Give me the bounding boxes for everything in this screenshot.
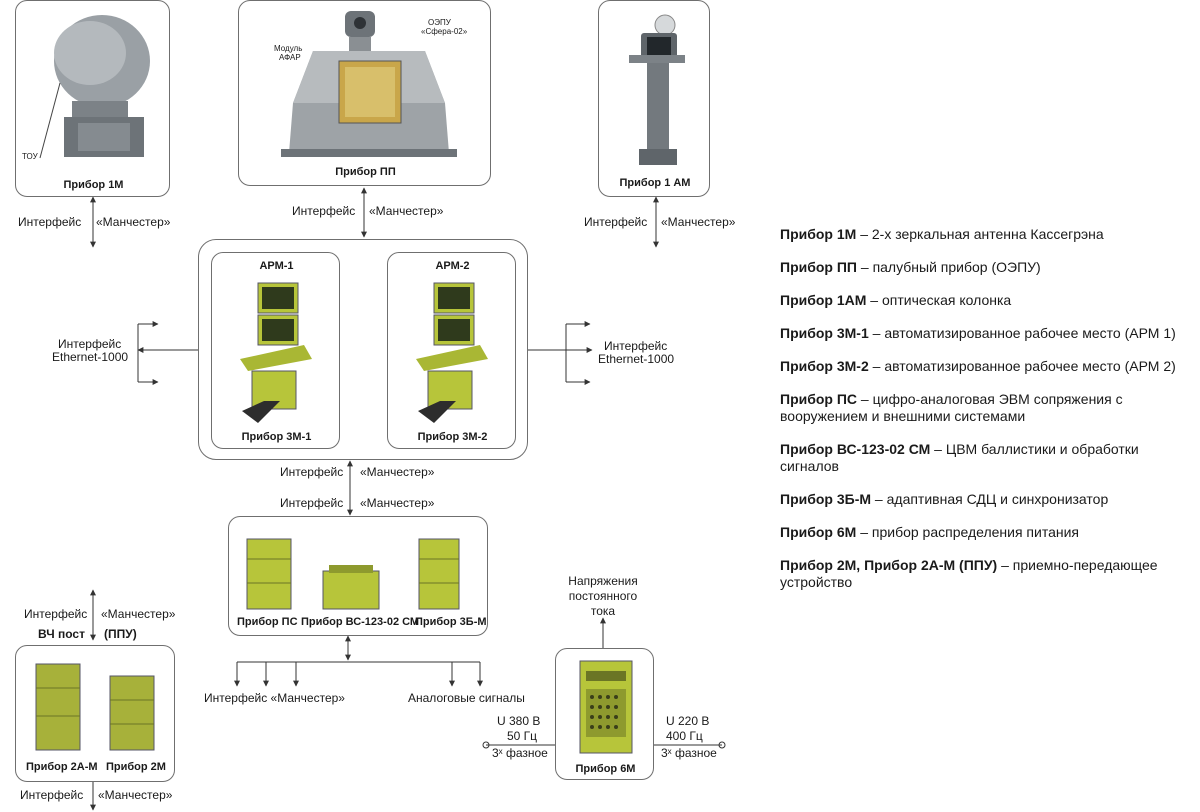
box-pribor-1m: ТОУ Прибор 1М bbox=[15, 0, 170, 197]
label-pribor-ps: Прибор ПС bbox=[237, 616, 298, 628]
interface-manchester-label: Интерфейс «Манчестер» bbox=[204, 691, 345, 705]
label-pribor-3m1: Прибор 3М-1 bbox=[241, 431, 312, 443]
interface-label: Интерфейс bbox=[292, 204, 356, 218]
box-computing-group: Прибор ПС Прибор ВС-123-02 СМ Прибор 3Б-… bbox=[228, 516, 488, 636]
box-arm-1: АРМ-1 Прибор 3М-1 bbox=[211, 252, 340, 449]
callout-oepu: ОЭПУ bbox=[428, 18, 451, 27]
label-pribor-3bm: Прибор 3Б-М bbox=[415, 616, 487, 628]
callout-afar: АФАР bbox=[279, 53, 301, 62]
analog-signals-label: Аналоговые сигналы bbox=[408, 691, 525, 705]
box-pribor-pp: Модуль АФАР ОЭПУ «Сфера-02» Прибор ПП bbox=[238, 0, 491, 186]
phase-label: 3ˣ фазное bbox=[661, 746, 717, 760]
manchester-label: «Манчестер» bbox=[96, 215, 171, 229]
manchester-label: «Манчестер» bbox=[369, 204, 444, 218]
box-pribor-6m: Прибор 6М bbox=[555, 648, 654, 780]
voltage-label-1: Напряжения bbox=[568, 574, 638, 588]
interface-label: Интерфейс bbox=[604, 339, 668, 353]
legend: Прибор 1М – 2-х зеркальная антенна Кассе… bbox=[780, 226, 1192, 607]
interface-label: Интерфейс bbox=[584, 215, 648, 229]
interface-label: Интерфейс bbox=[280, 465, 344, 479]
box-vch-post: Прибор 2А-М Прибор 2М bbox=[15, 645, 175, 782]
voltage-label-2: постоянного bbox=[568, 589, 638, 603]
label-pribor-pp: Прибор ПП bbox=[335, 166, 396, 178]
legend-item: Прибор 2М, Прибор 2А-М (ППУ) – приемно-п… bbox=[780, 557, 1158, 590]
interface-label: Интерфейс bbox=[280, 496, 344, 510]
manchester-label: «Манчестер» bbox=[101, 607, 176, 621]
transceiver-illustration bbox=[35, 663, 155, 751]
interface-label: Интерфейс bbox=[20, 788, 84, 802]
legend-item: Прибор 1АМ – оптическая колонка bbox=[780, 292, 1012, 308]
label-pribor-2m: Прибор 2М bbox=[106, 761, 166, 773]
manchester-label: «Манчестер» bbox=[360, 465, 435, 479]
callout-sfera: «Сфера-02» bbox=[421, 27, 468, 36]
antenna-illustration bbox=[39, 15, 150, 159]
ethernet-label: Ethernet-1000 bbox=[598, 352, 675, 366]
vch-post-label: ВЧ пост bbox=[38, 627, 85, 641]
interface-label: Интерфейс bbox=[58, 337, 122, 351]
optical-column-illustration bbox=[629, 14, 685, 165]
callout-module: Модуль bbox=[274, 44, 303, 53]
u220-label: U 220 В bbox=[666, 714, 710, 728]
label-pribor-1m: Прибор 1М bbox=[63, 179, 124, 191]
ethernet-label: Ethernet-1000 bbox=[52, 350, 129, 364]
ppu-label: (ППУ) bbox=[104, 627, 137, 641]
deck-device-illustration bbox=[281, 11, 457, 157]
phase-label: 3ˣ фазное bbox=[492, 746, 548, 760]
label-arm-2: АРМ-2 bbox=[435, 260, 470, 272]
label-pribor-vs: Прибор ВС-123-02 СМ bbox=[301, 616, 420, 628]
workstation-illustration bbox=[240, 282, 312, 423]
box-arm-2: АРМ-2 Прибор 3М-2 bbox=[387, 252, 516, 449]
workstation-illustration bbox=[416, 282, 488, 423]
label-pribor-1am: Прибор 1 АМ bbox=[619, 177, 691, 189]
box-pribor-1am: Прибор 1 АМ bbox=[598, 0, 710, 197]
legend-item: Прибор 3Б-М – адаптивная СДЦ и синхрониз… bbox=[780, 491, 1109, 507]
legend-item: Прибор 6М – прибор распределения питания bbox=[780, 524, 1080, 540]
hz400-label: 400 Гц bbox=[666, 729, 703, 743]
legend-item: Прибор ПП – палубный прибор (ОЭПУ) bbox=[780, 259, 1041, 275]
hz50-label: 50 Гц bbox=[507, 729, 538, 743]
manchester-label: «Манчестер» bbox=[360, 496, 435, 510]
cabinets-illustration bbox=[246, 538, 460, 610]
manchester-label: «Манчестер» bbox=[98, 788, 173, 802]
label-pribor-2am: Прибор 2А-М bbox=[26, 761, 98, 773]
interface-label: Интерфейс bbox=[24, 607, 88, 621]
label-pribor-3m2: Прибор 3М-2 bbox=[417, 431, 488, 443]
manchester-label: «Манчестер» bbox=[661, 215, 736, 229]
callout-tou: ТОУ bbox=[22, 152, 38, 161]
legend-item: Прибор ПС – цифро-аналоговая ЭВМ сопряже… bbox=[780, 391, 1123, 424]
power-cabinet-illustration bbox=[579, 660, 633, 754]
label-arm-1: АРМ-1 bbox=[259, 260, 294, 272]
label-pribor-6m: Прибор 6М bbox=[575, 763, 636, 775]
legend-item: Прибор 3М-2 – автоматизированное рабочее… bbox=[780, 358, 1176, 374]
legend-item: Прибор 1М – 2-х зеркальная антенна Кассе… bbox=[780, 226, 1104, 242]
legend-item: Прибор ВС-123-02 СМ – ЦВМ баллистики и о… bbox=[780, 441, 1139, 474]
u380-label: U 380 В bbox=[497, 714, 541, 728]
legend-item: Прибор 3М-1 – автоматизированное рабочее… bbox=[780, 325, 1176, 341]
interface-label: Интерфейс bbox=[18, 215, 82, 229]
voltage-label-3: тока bbox=[590, 604, 616, 618]
